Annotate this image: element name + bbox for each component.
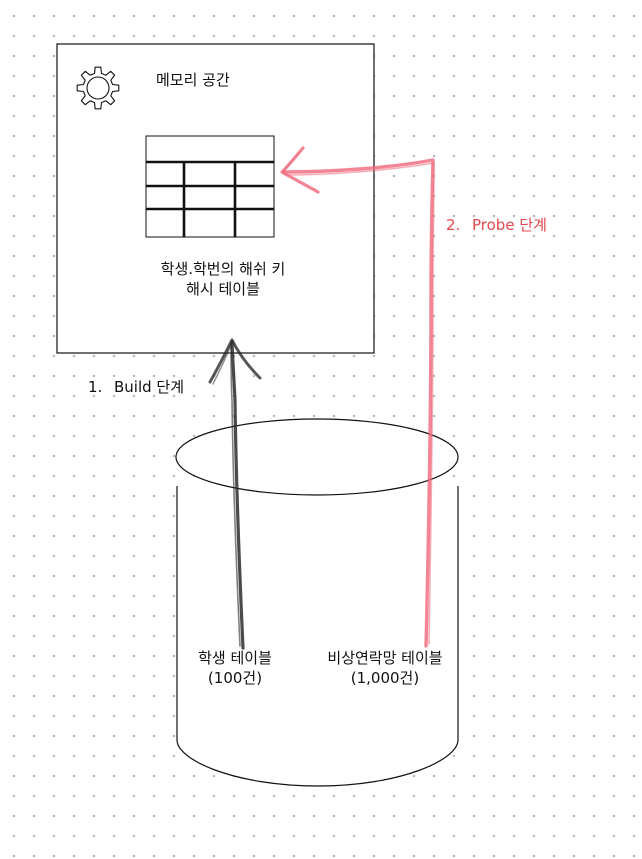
students-table-name: 학생 테이블 [198, 649, 272, 667]
hash-table-caption-line1: 학생.학번의 해쉬 키 [160, 260, 286, 278]
probe-arrow [280, 146, 435, 648]
build-step-text: Build 단계 [114, 378, 185, 396]
build-step-label: 1. Build 단계 [88, 376, 184, 397]
hash-table-caption-line2: 해시 테이블 [186, 280, 260, 298]
database-cylinder [175, 418, 459, 787]
probe-step-text: Probe 단계 [472, 216, 547, 234]
hash-table-grid [145, 135, 275, 238]
probe-step-number: 2. [446, 216, 461, 234]
memory-space-title: 메모리 공간 [156, 71, 230, 89]
probe-step-label: 2. Probe 단계 [446, 214, 547, 235]
build-step-number: 1. [88, 378, 103, 396]
build-arrow [208, 338, 262, 650]
students-table-count: (100건) [207, 669, 263, 687]
gear-icon [76, 66, 120, 110]
contacts-table-name: 비상연락망 테이블 [327, 649, 443, 667]
contacts-table-count: (1,000건) [350, 669, 420, 687]
